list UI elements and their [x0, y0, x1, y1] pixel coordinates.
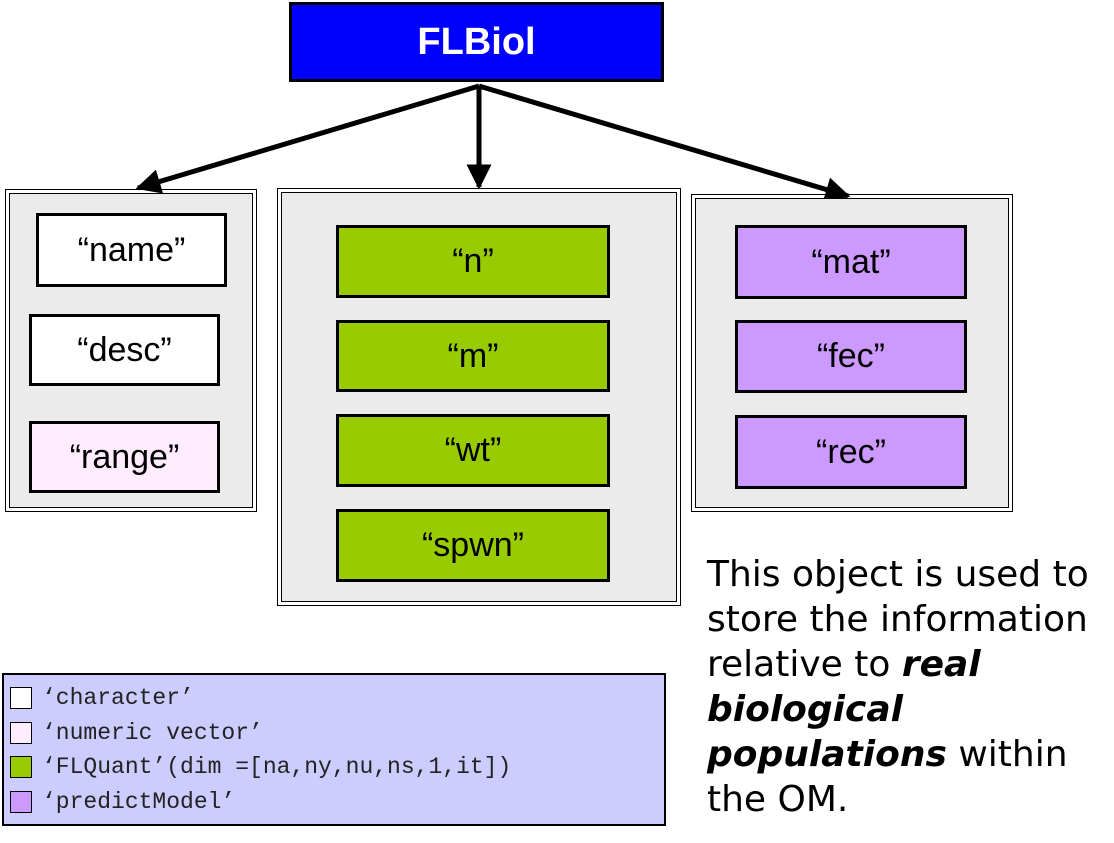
type-legend: ‘character’ ‘numeric vector’ ‘FLQuant’(d… — [2, 673, 666, 826]
slot-n: “n” — [336, 225, 610, 298]
slot-range: “range” — [29, 421, 220, 493]
slot-m: “m” — [336, 320, 610, 392]
legend-item-predictmodel: ‘predictModel’ — [10, 785, 664, 820]
legend-swatch — [10, 721, 32, 744]
group-descriptors: “name” “desc” “range” — [5, 189, 257, 512]
legend-label: ‘FLQuant’(dim =[na,ny,nu,ns,1,it]) — [42, 754, 512, 781]
description-note: This object is used to store the informa… — [707, 554, 1089, 820]
legend-item-character: ‘character’ — [10, 681, 664, 716]
legend-label: ‘predictModel’ — [42, 788, 236, 815]
slot-fec: “fec” — [735, 320, 967, 393]
slot-desc: “desc” — [29, 314, 220, 386]
legend-label: ‘numeric vector’ — [42, 719, 263, 746]
note-emphasis: real biological populations — [707, 644, 981, 775]
root-label: FLBiol — [417, 20, 536, 63]
slot-rec: “rec” — [735, 415, 967, 489]
root-node-flbiol: FLBiol — [289, 2, 664, 82]
legend-label: ‘character’ — [42, 685, 194, 712]
slot-spwn: “spwn” — [336, 509, 610, 582]
slot-wt: “wt” — [336, 414, 610, 487]
group-flquant: “n” “m” “wt” “spwn” — [277, 188, 681, 606]
legend-swatch — [10, 756, 32, 779]
legend-item-flquant: ‘FLQuant’(dim =[na,ny,nu,ns,1,it]) — [10, 750, 664, 785]
arrow-to-left-group — [135, 83, 480, 194]
group-predictmodel: “mat” “fec” “rec” — [691, 194, 1013, 512]
arrow-to-right-group — [478, 83, 851, 202]
legend-item-numeric-vector: ‘numeric vector’ — [10, 716, 664, 751]
slot-mat: “mat” — [735, 225, 967, 299]
slot-name: “name” — [36, 213, 227, 287]
legend-swatch — [10, 687, 32, 710]
legend-swatch — [10, 790, 32, 813]
